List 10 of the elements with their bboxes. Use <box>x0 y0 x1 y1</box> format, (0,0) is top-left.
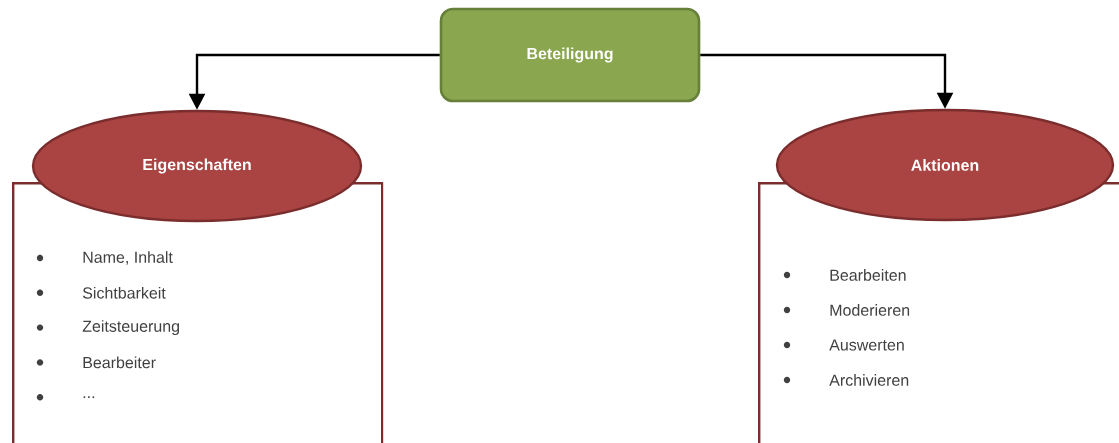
title-box: Beteiligung <box>439 7 701 103</box>
list-item: Sichtbarkeit <box>82 286 166 299</box>
list-item: Bearbeiter <box>83 356 156 369</box>
list-item: Auswerten <box>829 339 904 351</box>
list-item: ... <box>83 396 95 399</box>
list-item: Archivieren <box>829 374 909 386</box>
list-item: Bearbeiten <box>830 269 906 281</box>
list-item: Name, Inhalt <box>83 251 173 265</box>
list-item: Zeitsteuerung <box>82 320 179 336</box>
list-item: Moderieren <box>830 304 910 316</box>
